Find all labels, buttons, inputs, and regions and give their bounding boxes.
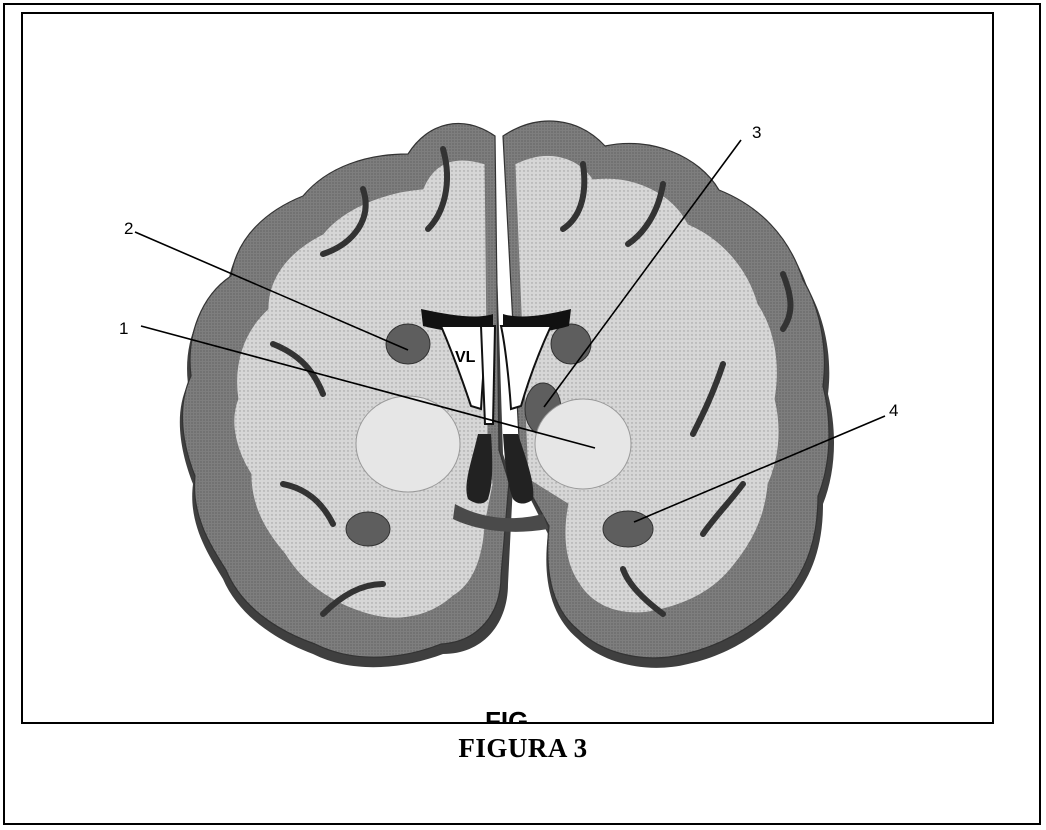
cropped-fig-text: FIG xyxy=(485,706,528,724)
callout-label-1: 1 xyxy=(119,319,128,338)
figure-panel: VL 1 2 3 4 FIG xyxy=(21,12,994,724)
callout-label-2: 2 xyxy=(124,219,133,238)
brain-coronal-section-diagram: VL 1 2 3 4 FIG xyxy=(23,14,994,724)
callout-label-4: 4 xyxy=(889,401,898,420)
callout-label-3: 3 xyxy=(752,123,761,142)
figure-caption: FIGURA 3 xyxy=(0,733,1046,764)
ventricle-label: VL xyxy=(455,349,476,366)
